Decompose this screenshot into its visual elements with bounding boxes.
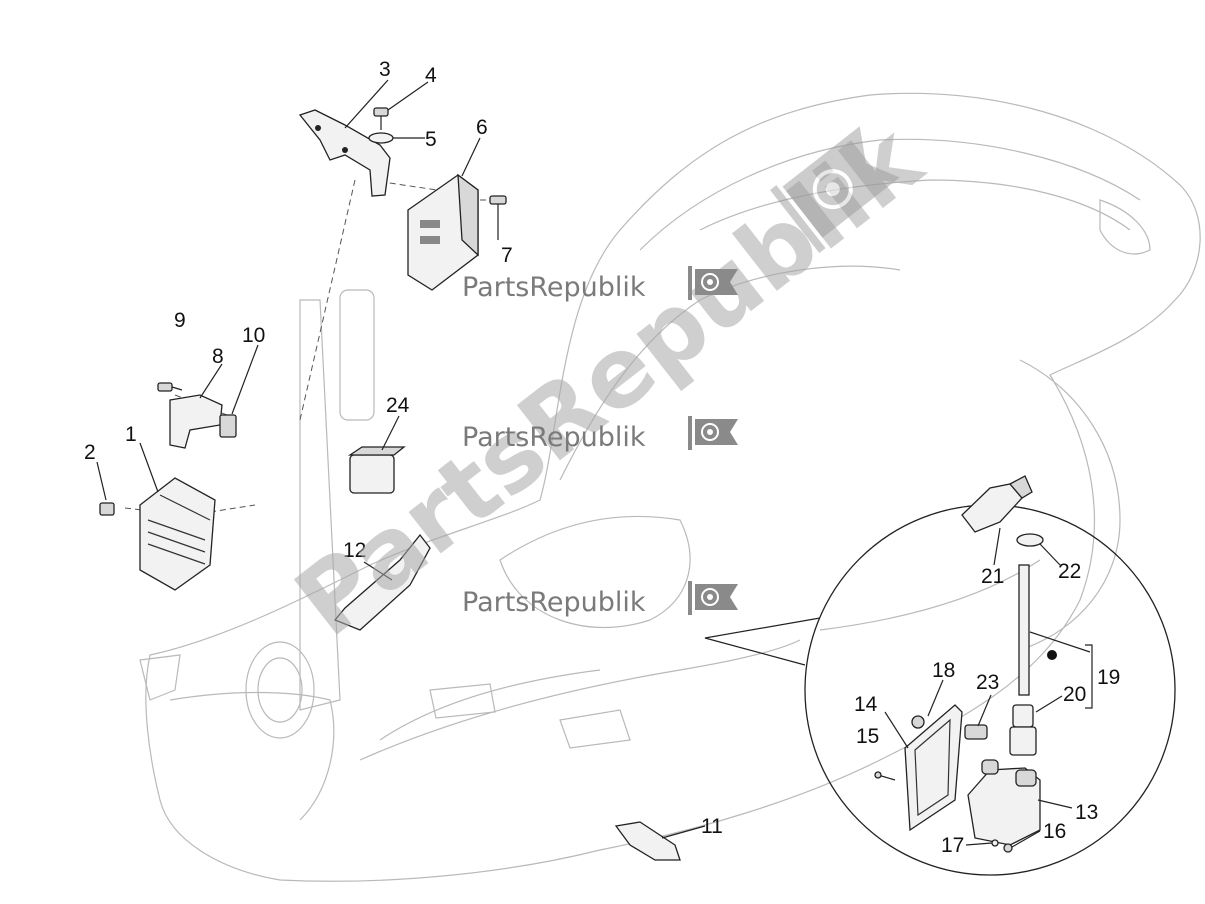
callout-22: 22 — [1058, 560, 1081, 583]
scooter-frame-outline — [139, 92, 1201, 882]
callout-20: 20 — [1063, 683, 1086, 706]
part-20-sleeve — [1009, 704, 1037, 756]
callout-3: 3 — [379, 58, 391, 81]
part-19-cable — [1018, 564, 1030, 696]
callout-18: 18 — [932, 659, 955, 682]
part-15-screw — [874, 771, 896, 781]
callout-11: 11 — [701, 815, 723, 838]
callout-12: 12 — [343, 539, 366, 562]
callout-7: 7 — [501, 244, 513, 267]
callout-17: 17 — [941, 834, 964, 857]
part-2-screw — [99, 502, 115, 516]
part-22-clamp — [1016, 533, 1044, 547]
callout-6: 6 — [476, 116, 488, 139]
callout-4: 4 — [425, 64, 437, 87]
part-8-bracket — [169, 394, 223, 449]
callout-19: 19 — [1097, 666, 1120, 689]
part-17-washer — [991, 839, 999, 847]
watermark-brand-3: PartsRepublik — [462, 587, 646, 618]
part-7-screw — [489, 195, 507, 240]
part-16-screw — [1003, 843, 1013, 853]
callout-1: 1 — [125, 423, 137, 446]
callout-24: 24 — [386, 394, 410, 417]
part-21-spark-plug-cap — [961, 475, 1033, 533]
part-9-screw — [157, 382, 183, 392]
watermark-brand-1: PartsRepublik — [462, 272, 646, 303]
part-5-washer — [368, 132, 394, 144]
part-4-screw — [373, 107, 389, 130]
part-23-connector — [964, 724, 988, 740]
callout-2: 2 — [84, 441, 96, 464]
watermark-row-2: PartsRepublik — [462, 416, 738, 453]
callout-numbers: 1 2 3 4 5 6 7 8 9 10 11 12 13 14 15 16 1… — [84, 58, 1120, 857]
callout-8: 8 — [212, 345, 224, 368]
watermark-brand-2: PartsRepublik — [462, 422, 646, 453]
part-11-cover — [614, 821, 681, 861]
part-12-cover — [333, 533, 431, 631]
part-13-ignition-coil — [967, 759, 1041, 846]
watermark-row-1: PartsRepublik — [462, 266, 738, 303]
part-1-regulator — [139, 477, 216, 591]
callout-5: 5 — [425, 128, 437, 151]
callout-23: 23 — [976, 671, 999, 694]
watermark-row-3: PartsRepublik — [462, 581, 738, 618]
gear-flag-icon — [688, 416, 738, 450]
callout-21: 21 — [981, 565, 1004, 588]
part-6-control-unit — [407, 173, 479, 291]
part-10-clip — [219, 414, 237, 438]
part-14-gasket — [904, 704, 963, 832]
callout-15: 15 — [856, 725, 879, 748]
part-18-nut — [911, 715, 925, 729]
detail-circle — [704, 504, 1176, 876]
callout-16: 16 — [1043, 820, 1066, 843]
callout-13: 13 — [1075, 801, 1098, 824]
gear-flag-icon-large — [770, 126, 900, 254]
gear-flag-icon — [688, 266, 738, 300]
gear-flag-icon — [688, 581, 738, 615]
part-24-relay — [347, 446, 406, 494]
callout-9: 9 — [174, 309, 186, 332]
callout-14: 14 — [854, 693, 878, 716]
callout-10: 10 — [242, 324, 265, 347]
callout-leaders — [96, 79, 1093, 848]
part-3-bracket — [298, 109, 391, 197]
